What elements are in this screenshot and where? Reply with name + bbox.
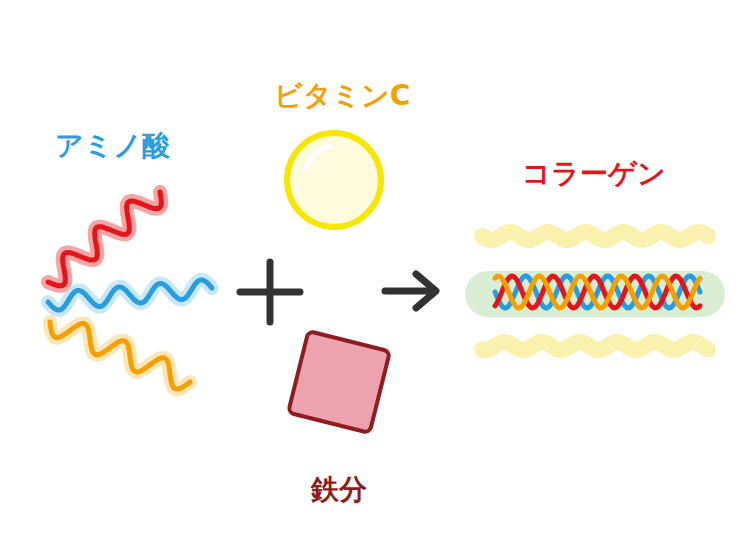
label-text: ビタミンC <box>274 79 411 113</box>
vitamin-c-node: ビタミンC <box>274 79 411 113</box>
vitamin-c-circle <box>287 133 381 227</box>
label-text: アミノ酸 <box>55 129 170 163</box>
stroke <box>50 322 190 389</box>
label-text: コラーゲン <box>522 157 666 191</box>
arrow <box>385 274 436 308</box>
iron-node: 鉄分 <box>311 473 367 507</box>
stroke <box>48 280 212 310</box>
stroke <box>495 276 700 308</box>
stroke <box>482 342 708 350</box>
stroke <box>495 276 700 308</box>
stroke <box>48 192 161 286</box>
stroke <box>495 276 700 308</box>
collagen-helix <box>482 232 708 350</box>
stroke <box>50 322 190 389</box>
amino-acid-node: アミノ酸 <box>55 129 170 163</box>
stroke <box>48 280 212 310</box>
plus-sign <box>240 262 300 322</box>
iron-block <box>288 331 390 433</box>
stroke <box>488 271 702 317</box>
collagen-node: コラーゲン <box>522 157 666 191</box>
stroke <box>482 232 708 240</box>
label-text: 鉄分 <box>311 473 367 507</box>
amino-acid-strands <box>48 192 212 389</box>
stroke <box>48 192 161 286</box>
